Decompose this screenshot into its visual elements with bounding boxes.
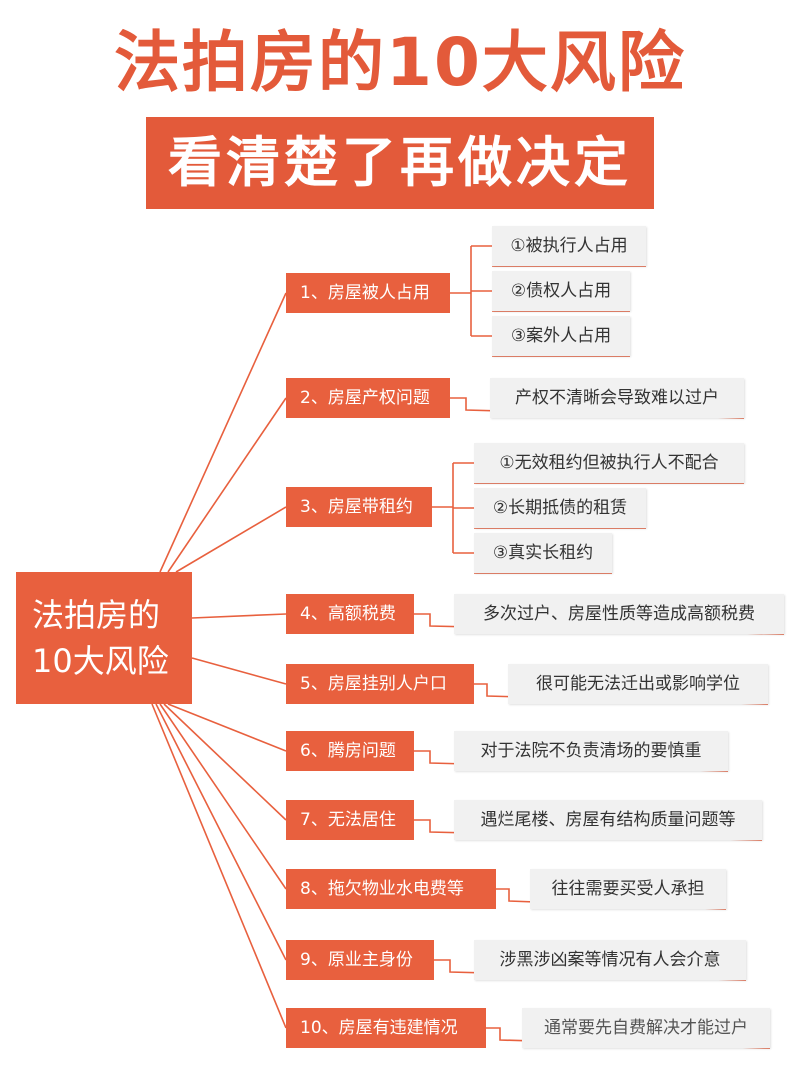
page-title: 法拍房的10大风险: [114, 24, 686, 101]
branch-node-10: 10、房屋有违建情况: [286, 1008, 486, 1048]
root-connector-5: [191, 657, 287, 685]
leaf-3-3: ③真实长租约: [474, 533, 612, 573]
leaf-8-1: 往往需要买受人承担: [530, 869, 726, 909]
branch-node-6: 6、腾房问题: [286, 731, 414, 771]
branch-node-3: 3、房屋带租约: [286, 487, 432, 527]
leaf-2-1: 产权不清晰会导致难以过户: [490, 378, 744, 418]
branch-node-9: 9、原业主身份: [286, 940, 434, 980]
branch-node-7: 7、无法居住: [286, 800, 414, 840]
leaf-4-1: 多次过户、房屋性质等造成高额税费: [454, 594, 784, 634]
root-line-2: 10大风险: [32, 642, 169, 680]
mindmap-root: 法拍房的 10大风险: [16, 572, 192, 704]
root-connector-3: [175, 506, 287, 573]
root-connector-2: [167, 397, 287, 573]
leaf-6-1: 对于法院不负责清场的要慎重: [454, 731, 728, 771]
branch-node-1: 1、房屋被人占用: [286, 273, 450, 313]
root-connector-6: [167, 703, 287, 752]
page-subtitle: 看清楚了再做决定: [146, 117, 654, 209]
leaf-3-1: ①无效租约但被执行人不配合: [474, 443, 744, 483]
branch-node-2: 2、房屋产权问题: [286, 378, 450, 418]
root-connector-8: [159, 703, 287, 890]
root-connector-1: [159, 292, 287, 573]
root-line-1: 法拍房的: [32, 596, 161, 634]
branch-node-8: 8、拖欠物业水电费等: [286, 869, 496, 909]
branch-node-4: 4、高额税费: [286, 594, 414, 634]
leaf-7-1: 遇烂尾楼、房屋有结构质量问题等: [454, 800, 762, 840]
leaf-1-2: ②债权人占用: [492, 271, 630, 311]
root-connector-9: [155, 703, 287, 961]
leaf-9-1: 涉黑涉凶案等情况有人会介意: [474, 940, 746, 980]
root-connector-4: [191, 613, 287, 619]
root-connector-10: [151, 703, 287, 1029]
leaf-5-1: 很可能无法迁出或影响学位: [508, 664, 768, 704]
leaf-1-1: ①被执行人占用: [492, 226, 646, 266]
root-connector-7: [163, 703, 287, 821]
leaf-1-3: ③案外人占用: [492, 316, 630, 356]
leaf-3-2: ②长期抵债的租赁: [474, 488, 646, 528]
leaf-10-1: 通常要先自费解决才能过户: [522, 1008, 770, 1048]
branch-node-5: 5、房屋挂别人户口: [286, 664, 474, 704]
